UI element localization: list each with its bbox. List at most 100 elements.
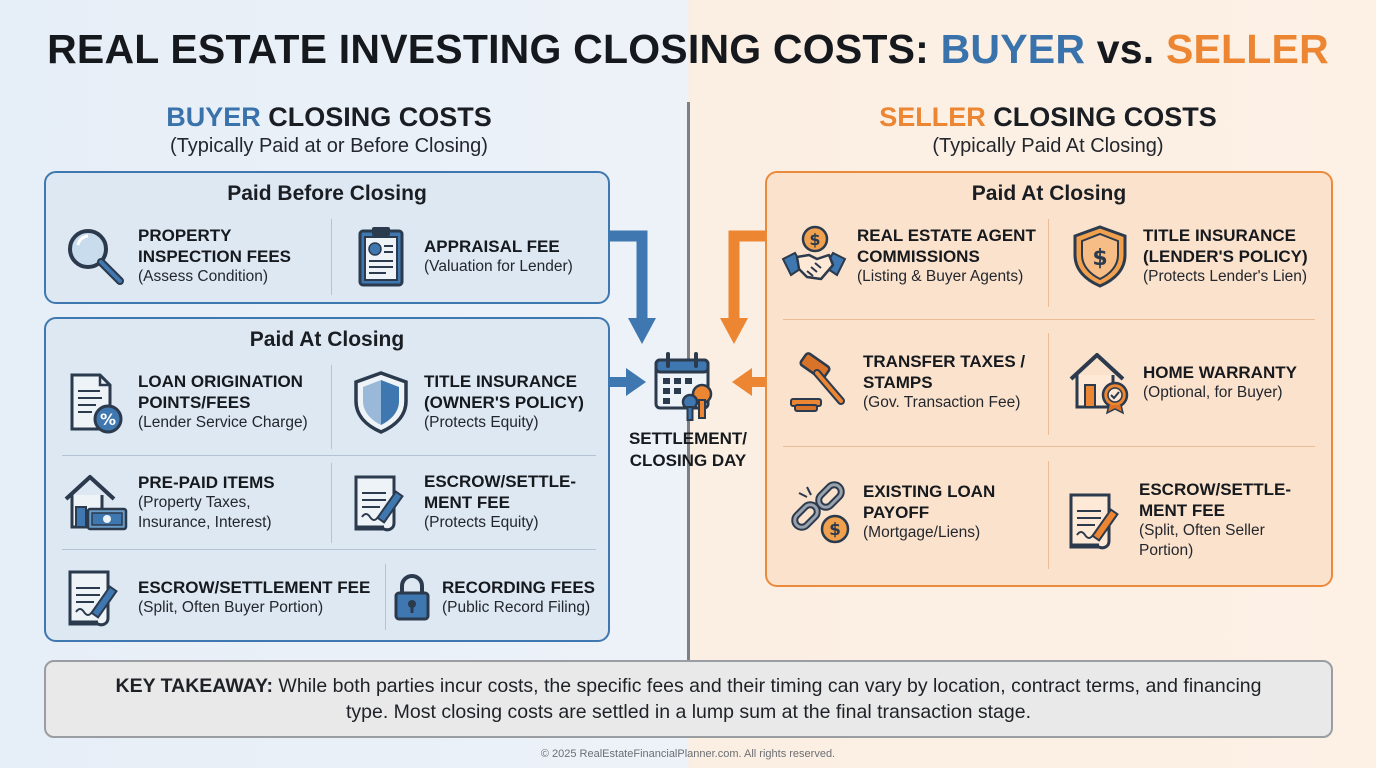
item-escrow-fee-buyer-1: ESCROW/SETTLE- MENT FEE (Protects Equity) [348,469,576,535]
panel-divider [331,463,332,543]
svg-text:$: $ [1092,246,1107,271]
key-takeaway-box: KEY TAKEAWAY: While both parties incur c… [44,660,1333,738]
seller-at-closing-title: Paid At Closing [971,182,1127,205]
title-buyer: BUYER [940,26,1086,72]
panel-divider [1048,333,1049,435]
calendar-keys-icon [652,350,724,422]
house-badge-icon [1067,349,1133,415]
key-takeaway-label: KEY TAKEAWAY: [115,675,273,697]
item-title: APPRAISAL FEE [424,236,560,256]
broken-chain-icon: $ [787,479,853,545]
item-title: TITLE INSURANCE (OWNER'S POLICY) [424,372,584,412]
dollar-shield-icon: $ [1067,223,1133,289]
item-escrow-fee-buyer-2: ESCROW/SETTLEMENT FEE(Split, Often Buyer… [62,564,370,630]
item-title-insurance-lender: $ TITLE INSURANCE (LENDER'S POLICY) (Prot… [1067,223,1308,289]
item-desc: (Assess Condition) [138,268,269,285]
item-desc: (Property Taxes, Insurance, Interest) [138,493,272,531]
seller-subheading: (Typically Paid At Closing) [932,135,1164,157]
item-desc: (Lender Service Charge) [138,414,308,431]
item-desc: (Mortgage/Liens) [863,524,981,541]
item-appraisal-fee: APPRAISAL FEE(Valuation for Lender) [348,223,573,289]
item-prepaid-items: PRE-PAID ITEMS(Property Taxes, Insurance… [62,469,275,535]
handshake-icon: $ [781,223,847,289]
magnifier-icon [62,223,128,289]
item-title: LOAN ORIGINATION POINTS/FEES [138,372,303,412]
title-part1: REAL ESTATE INVESTING CLOSING COSTS: [47,26,941,72]
buyer-subheading: (Typically Paid at or Before Closing) [170,135,488,157]
item-desc: (Public Record Filing) [442,598,591,616]
title-seller: SELLER [1165,26,1329,72]
item-title: PROPERTY INSPECTION FEES [138,226,292,266]
item-title: TITLE INSURANCE (LENDER'S POLICY) [1143,226,1308,266]
panel-divider [1048,461,1049,569]
contract-icon [1063,487,1129,553]
seller-heading-accent: SELLER [879,102,986,132]
buyer-heading-accent: BUYER [166,102,261,132]
svg-text:%: % [100,410,116,429]
arrow-head-right-blue [626,368,646,396]
lock-icon [392,564,432,630]
item-title: ESCROW/SETTLE- MENT FEE [1139,480,1292,520]
key-takeaway-body: While both parties incur costs, the spec… [273,675,1262,723]
panel-divider [331,219,332,295]
arrow-head-down-blue [628,318,656,344]
seller-at-closing-panel: Paid At Closing $ REAL ESTATE AGENT COMM… [765,171,1333,587]
panel-divider [331,365,332,449]
seller-heading: SELLER CLOSING COSTS [764,102,1332,133]
contract-icon [348,469,414,535]
svg-text:$: $ [829,520,841,540]
panel-divider [1048,219,1049,307]
title-vs: vs. [1085,26,1166,72]
panel-divider [62,549,596,550]
shield-icon [348,369,414,435]
item-desc: (Listing & Buyer Agents) [857,268,1024,285]
buyer-at-closing-title: Paid At Closing [249,328,405,351]
percent-document-icon: % [62,369,128,435]
item-desc: (Gov. Transaction Fee) [863,394,1021,411]
contract-icon [62,564,128,630]
panel-divider [783,446,1315,447]
clipboard-icon [348,223,414,289]
item-title: HOME WARRANTY [1143,362,1297,382]
key-takeaway-text: KEY TAKEAWAY: While both parties incur c… [106,673,1271,725]
item-recording-fees: RECORDING FEES(Public Record Filing) [392,564,595,630]
panel-divider [385,564,386,630]
arrow-from-before-closing [610,230,648,320]
item-title: ESCROW/SETTLE- MENT FEE [424,472,577,512]
item-title: TRANSFER TAXES / STAMPS [863,352,1026,392]
item-transfer-taxes: TRANSFER TAXES / STAMPS (Gov. Transaction… [787,349,1025,415]
buyer-heading: BUYER CLOSING COSTS [44,102,614,133]
gavel-icon [787,349,853,415]
item-title: ESCROW/SETTLEMENT FEE [138,577,371,597]
copyright: © 2025 RealEstateFinancialPlanner.com. A… [540,748,836,760]
item-title: REAL ESTATE AGENT COMMISSIONS [857,226,1036,266]
panel-divider [783,319,1315,320]
item-property-inspection: PROPERTY INSPECTION FEES (Assess Conditio… [62,223,291,289]
item-desc: (Protects Lender's Lien) [1143,268,1308,285]
item-existing-loan-payoff: $ EXISTING LOAN PAYOFF(Mortgage/Liens) [787,479,995,545]
item-desc: (Optional, for Buyer) [1143,383,1283,401]
svg-text:$: $ [809,230,820,249]
seller-heading-rest: CLOSING COSTS [985,102,1217,132]
buyer-before-closing-panel: Paid Before Closing PROPERTY INSPECTION … [44,171,610,304]
item-home-warranty: HOME WARRANTY(Optional, for Buyer) [1067,349,1297,415]
buyer-at-closing-panel: Paid At Closing % LOAN ORIGINATION POINT… [44,317,610,642]
item-desc: (Split, Often Buyer Portion) [138,598,324,616]
buyer-heading-rest: CLOSING COSTS [260,102,492,132]
item-desc: (Split, Often Seller Portion) [1139,522,1265,559]
arrow-from-buyer-at-closing [610,377,628,387]
settlement-arrows [610,230,768,396]
panel-divider [62,455,596,456]
item-escrow-fee-seller: ESCROW/SETTLE- MENT FEE(Split, Often Sel… [1063,479,1291,561]
main-title: REAL ESTATE INVESTING CLOSING COSTS: BUY… [0,26,1376,73]
item-title: RECORDING FEES [442,577,596,597]
arrow-from-seller-panel [728,230,766,320]
item-desc: (Protects Equity) [424,514,539,531]
item-desc: (Valuation for Lender) [424,257,573,275]
arrow-from-seller-middle [750,377,768,387]
house-money-icon [62,469,128,535]
item-title: PRE-PAID ITEMS [138,472,275,492]
settlement-label: SETTLEMENT/ CLOSING DAY [628,429,748,470]
item-agent-commissions: $ REAL ESTATE AGENT COMMISSIONS (Listing … [781,223,1036,289]
arrow-head-down-orange [720,318,748,344]
